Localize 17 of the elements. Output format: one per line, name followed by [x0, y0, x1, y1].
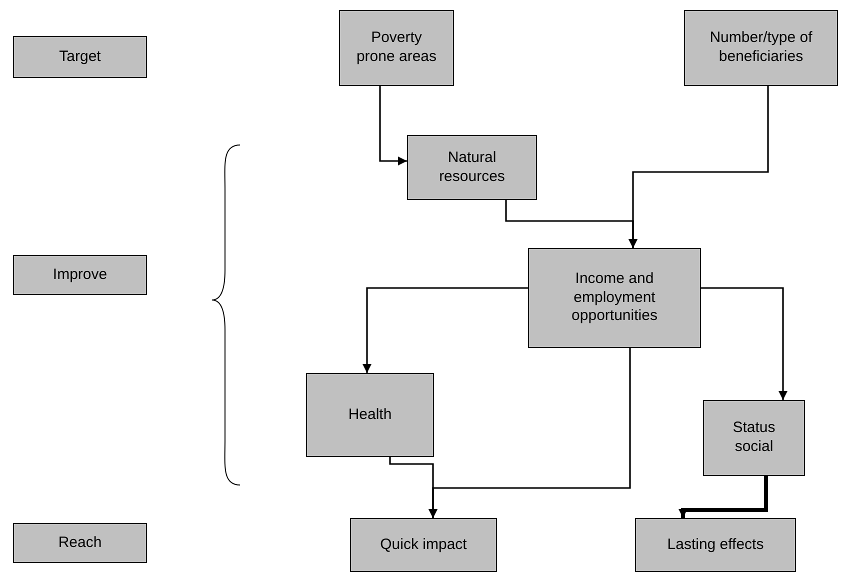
arrow: [428, 348, 631, 518]
process-box: Number/type of beneficiaries: [684, 10, 838, 86]
process-box: Natural resources: [407, 135, 537, 200]
process-box: Reach: [13, 523, 147, 563]
process-box: Quick impact: [350, 518, 497, 572]
process-box: Improve: [13, 255, 147, 295]
arrow: [678, 476, 768, 518]
arrow: [701, 287, 788, 400]
process-box: Lasting effects: [635, 518, 796, 572]
arrow: [379, 86, 407, 166]
process-box: Status social: [703, 400, 805, 476]
process-box: Target: [13, 36, 147, 78]
arrow: [628, 86, 769, 248]
process-box: Poverty prone areas: [339, 10, 454, 86]
arrow: [362, 287, 528, 373]
process-box: Health: [306, 373, 434, 457]
process-box: Income and employment opportunities: [528, 248, 701, 348]
